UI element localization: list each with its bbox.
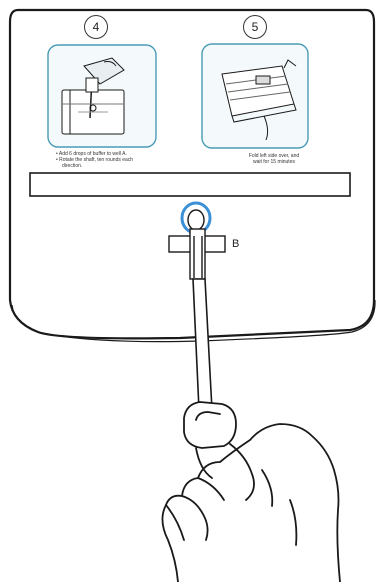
step-4-panel — [48, 45, 156, 147]
step-4-number: 4 — [84, 15, 108, 39]
sample-window — [30, 173, 350, 196]
step-5-caption: Fold left side over, and wait for 15 min… — [226, 153, 322, 165]
step-4-caption-line: direction. — [56, 163, 166, 169]
step-5-caption-line: wait for 15 minutes — [226, 159, 322, 165]
callout-label-B: B — [232, 238, 239, 250]
step-5-number: 5 — [243, 15, 267, 39]
hand-icon — [162, 402, 340, 582]
step-4-caption: • Add 6 drops of buffer to well A. • Rot… — [56, 151, 166, 169]
step-5-panel — [202, 44, 308, 148]
